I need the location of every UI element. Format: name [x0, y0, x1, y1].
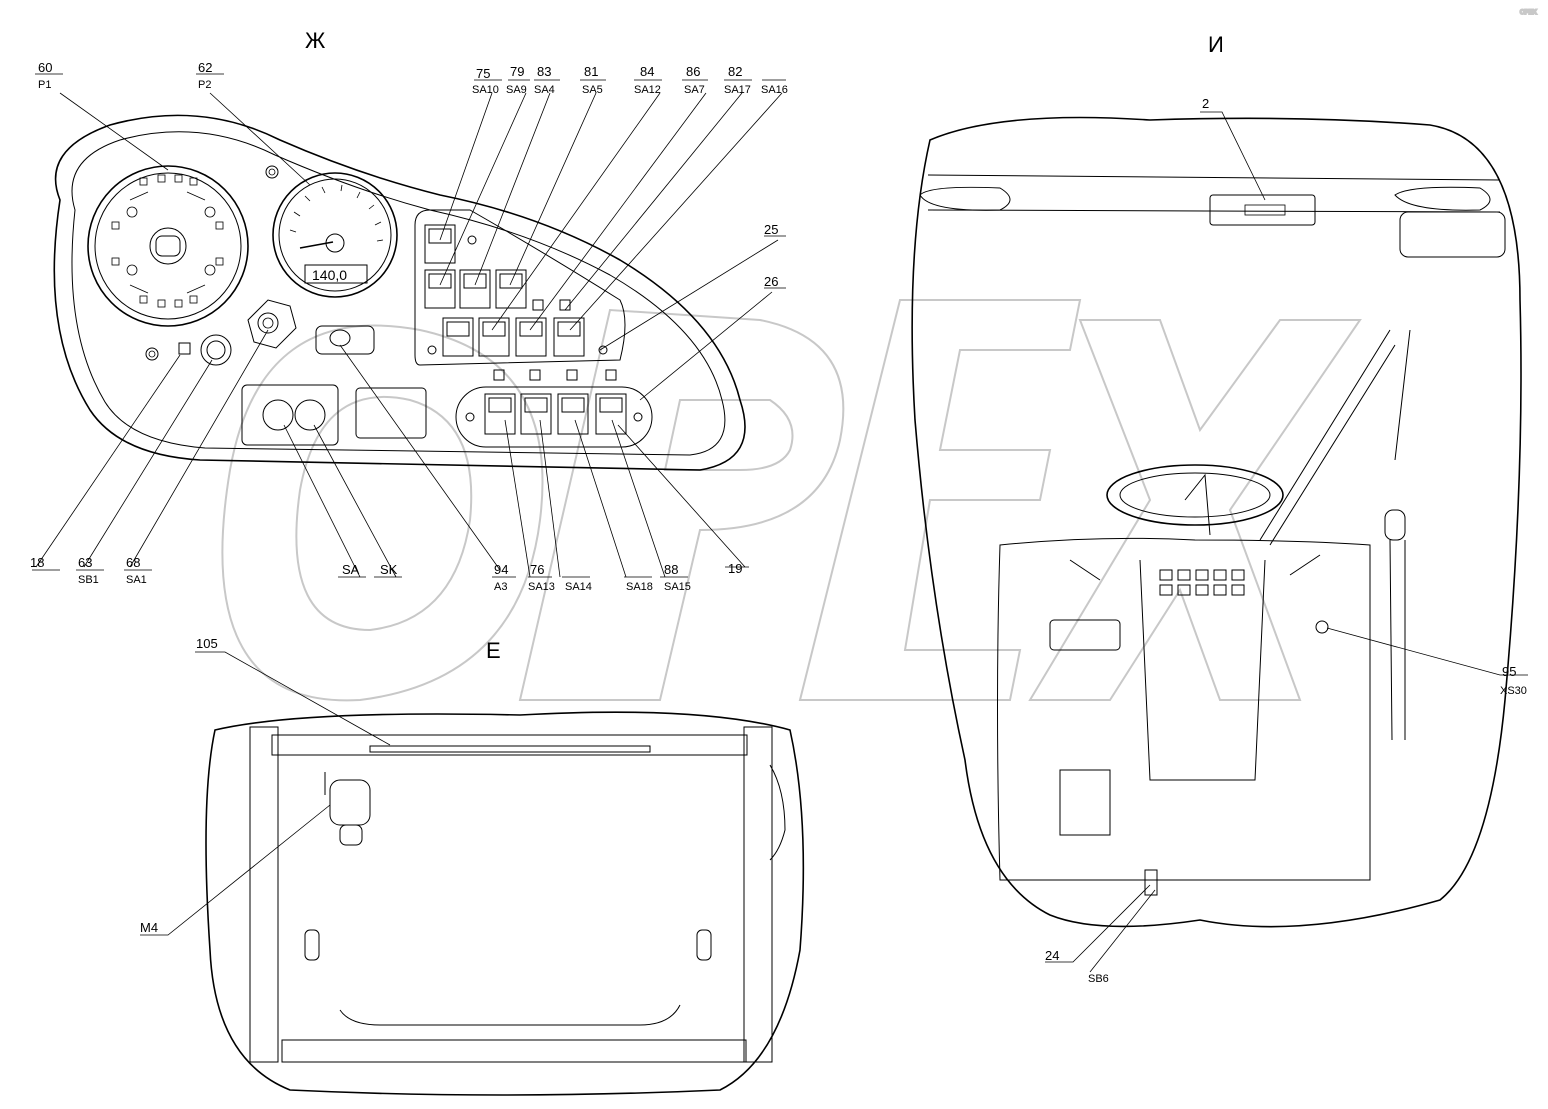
frame-view — [140, 651, 805, 1096]
watermark: ОРЕХ — [221, 9, 1538, 702]
callout-sb6-code: SB6 — [1088, 973, 1109, 985]
dashboard-view: 140,0 — [32, 73, 786, 578]
watermark-text: ОРЕХ — [1520, 10, 1537, 16]
callout-sa18-code: SA18 — [626, 581, 653, 593]
callout-62-code: P2 — [198, 79, 211, 91]
callout-79-code: SA9 — [506, 84, 527, 96]
leader-lines-i — [1045, 111, 1528, 973]
callout-83-num: 83 — [537, 64, 551, 79]
callout-62-num: 62 — [198, 60, 212, 75]
callout-95-code: XS30 — [1500, 685, 1527, 697]
callout-83-code: SA4 — [534, 84, 555, 96]
callout-63-code: SB1 — [78, 574, 99, 586]
leader-lines-zh — [32, 73, 786, 578]
callout-82-code: SA17 — [724, 84, 751, 96]
callout-sk-num: SK — [380, 562, 398, 577]
callout-86-code: SA7 — [684, 84, 705, 96]
callout-75-code: SA10 — [472, 84, 499, 96]
callout-60-num: 60 — [38, 60, 52, 75]
callout-m4-num: M4 — [140, 920, 158, 935]
switch-row-2 — [442, 299, 585, 357]
callout-86-num: 86 — [686, 64, 700, 79]
callout-18-num: 18 — [30, 555, 44, 570]
callout-24-num: 24 — [1045, 948, 1059, 963]
callout-26-num: 26 — [764, 274, 778, 289]
callout-84-num: 84 — [640, 64, 654, 79]
callout-94-code: A3 — [494, 581, 507, 593]
callout-sa14-code: SA14 — [565, 581, 592, 593]
switch-row-3 — [484, 369, 627, 435]
callout-95-num: 95 — [1502, 664, 1516, 679]
view-label-zh: Ж — [305, 28, 326, 53]
callout-2-num: 2 — [1202, 96, 1209, 111]
switch-row-1 — [424, 224, 527, 309]
leader-lines-e — [140, 651, 391, 936]
callout-94-num: 94 — [494, 562, 508, 577]
callout-81-code: SA5 — [582, 84, 603, 96]
callout-sa-num: SA — [342, 562, 360, 577]
callout-sa16-code: SA16 — [761, 84, 788, 96]
cab-view — [911, 111, 1528, 973]
gauge-p1 — [87, 165, 249, 327]
callout-76-num: 76 — [530, 562, 544, 577]
callout-sa15-code: SA15 — [664, 581, 691, 593]
callout-105-num: 105 — [196, 636, 218, 651]
callout-76-code: SA13 — [528, 581, 555, 593]
callout-88-num: 88 — [664, 562, 678, 577]
callout-63-num: 63 — [78, 555, 92, 570]
callout-19-num: 19 — [728, 561, 742, 576]
callout-25-num: 25 — [764, 222, 778, 237]
view-label-i: И — [1208, 32, 1224, 57]
callout-labels: 60 P1 62 P2 75 SA10 79 SA9 83 SA4 81 SA5… — [30, 60, 1527, 985]
callout-60-code: P1 — [38, 79, 51, 91]
gauge-p2: 140,0 — [272, 172, 398, 298]
callout-84-code: SA12 — [634, 84, 661, 96]
odometer-readout: 140,0 — [312, 267, 347, 283]
callout-68-code: SA1 — [126, 574, 147, 586]
callout-82-num: 82 — [728, 64, 742, 79]
view-label-e: Е — [486, 638, 501, 663]
callout-75-num: 75 — [476, 66, 490, 81]
callout-79-num: 79 — [510, 64, 524, 79]
callout-68-num: 68 — [126, 555, 140, 570]
callout-81-num: 81 — [584, 64, 598, 79]
